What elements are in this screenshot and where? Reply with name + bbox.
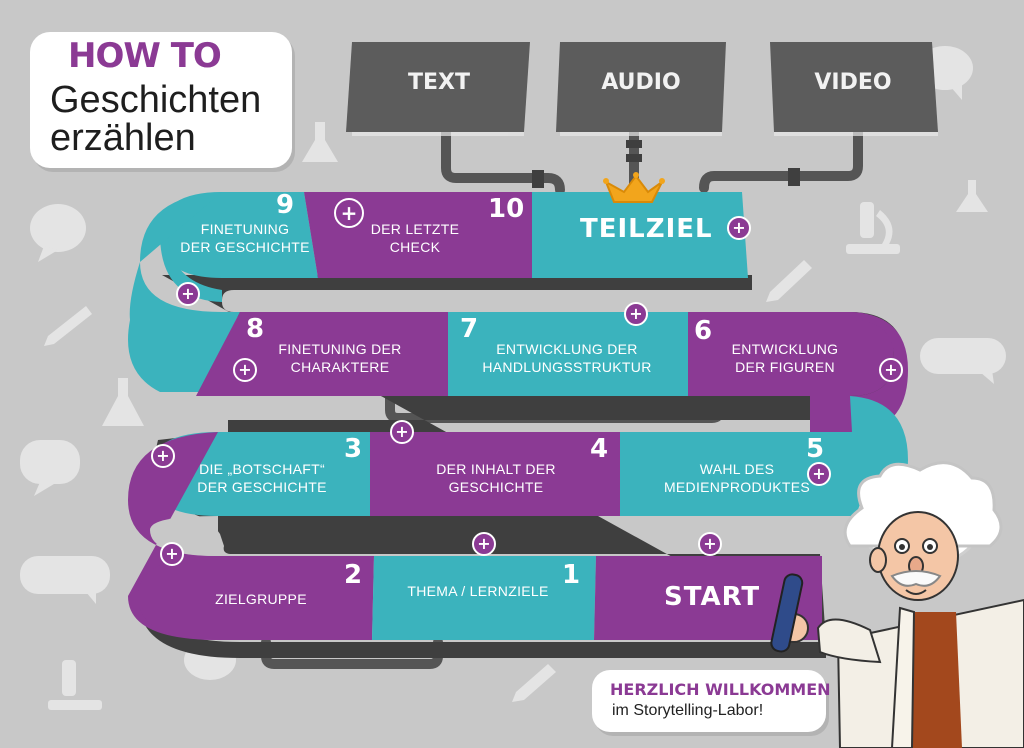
segment-6 [688,312,894,396]
segment-2 [138,556,374,640]
pencil-icon [766,260,812,302]
media-boards [346,42,938,132]
step-8-label-line-1: FINETUNING DER [278,341,402,357]
step-1-number: 1 [562,560,581,590]
goal-label: TEILZIEL [580,214,713,244]
step-7-label-line-1: ENTWICKLUNG DER [496,341,638,357]
plus-button-step-6[interactable]: + [879,358,903,382]
step-7-number: 7 [460,314,479,344]
step-8-label: FINETUNING DER CHARAKTERE [245,340,435,376]
plus-button-step-9[interactable]: + [176,282,200,306]
pencil-icon [44,306,92,346]
board-shadows [352,132,938,136]
plus-button-goal[interactable]: + [727,216,751,240]
step-1-label: THEMA / LERNZIELE [407,583,549,599]
title-card [30,32,292,168]
step-8-number: 8 [246,314,265,344]
step-5-label-line-2: MEDIENPRODUKTES [663,479,811,495]
flask-icon [956,180,988,212]
segment-1 [372,556,596,640]
step-10-label-line-2: CHECK [389,239,441,255]
step-10-label-line-1: DER LETZTE [370,221,460,237]
speech-bubble-icon [20,556,110,604]
step-8-label-line-2: CHARAKTERE [290,359,390,375]
step-4-label-line-2: GESCHICHTE [448,479,544,495]
step-10-number: 10 [488,194,525,224]
plus-button-step-1[interactable]: + [472,532,496,556]
plus-button-step-10[interactable]: + [334,198,364,228]
curve-6-5 [810,312,908,432]
step-6-label: ENTWICKLUNG DER FIGUREN [690,340,880,376]
step-6-label-line-1: ENTWICKLUNG [731,341,839,357]
row-bottom [138,556,822,640]
pipe-joints [532,140,800,188]
segment-9 [160,192,318,278]
step-7-label: ENTWICKLUNG DER HANDLUNGSSTRUKTUR [472,340,662,376]
row-three [148,396,908,516]
step-3-number: 3 [344,434,363,464]
curve-9-8 [128,192,240,392]
step-4-label-line-1: DER INHALT DER [436,461,556,477]
speech-bubble-icon [920,338,1006,384]
segment-5 [620,432,878,516]
microscope-icon [846,202,900,254]
step-2-number: 2 [344,560,363,590]
board-video [770,42,938,132]
plus-button-step-2[interactable]: + [160,542,184,566]
welcome-bubble [592,670,826,732]
segment-8 [196,312,448,396]
microscope-icon [48,660,102,710]
segment-7 [448,312,688,396]
step-9-label-line-2: DER GESCHICHTE [180,239,310,255]
media-video-label: VIDEO [814,70,892,95]
segment-goal [532,192,748,278]
welcome-title: HERZLICH WILLKOMMEN [610,680,831,699]
title-how-to: HOW TO [68,36,222,76]
step-9-number: 9 [276,190,295,220]
crown-icon [603,172,665,203]
step-2-label: ZIELGRUPPE [215,591,307,607]
step-7-label-line-2: HANDLUNGSSTRUKTUR [482,359,652,375]
professor-character [770,461,1024,748]
plus-button-start[interactable]: + [698,532,722,556]
start-label: START [664,582,761,612]
board-audio [556,42,726,132]
segment-start [594,556,822,640]
speech-bubble-icon [20,440,80,496]
step-6-label-line-2: DER FIGUREN [735,359,835,375]
segment-4 [370,432,620,516]
step-5-number: 5 [806,434,825,464]
plus-button-step-8[interactable]: + [233,358,257,382]
step-3-label-line-1: DIE „BOTSCHAFT“ [199,461,325,477]
step-6-number: 6 [694,316,713,346]
plus-button-step-5[interactable]: + [807,462,831,486]
row-two [196,312,894,396]
step-4-label: DER INHALT DER GESCHICHTE [401,460,591,496]
step-3-label-line-2: DER GESCHICHTE [197,479,327,495]
step-5-label: WAHL DES MEDIENPRODUKTES [642,460,832,496]
flask-icon [102,378,144,426]
step-3-label: DIE „BOTSCHAFT“ DER GESCHICHTE [167,460,357,496]
step-9-label: FINETUNING DER GESCHICHTE [150,220,340,256]
welcome-subtitle: im Storytelling-Labor! [612,702,764,719]
step-9-label-line-1: FINETUNING [200,221,290,237]
pencil-icon [512,664,556,702]
media-text-label: TEXT [407,70,470,95]
speech-bubble-icon [30,204,86,262]
step-4-number: 4 [590,434,609,464]
title-line-2: erzählen [50,117,196,159]
board-text [346,42,530,132]
step-10-label: DER LETZTE CHECK [320,220,510,256]
flask-icon [302,122,338,162]
title-line-1: Geschichten [50,79,262,121]
step-5-label-line-1: WAHL DES [699,461,775,477]
plus-button-step-3[interactable]: + [151,444,175,468]
plus-button-step-4[interactable]: + [390,420,414,444]
media-audio-label: AUDIO [601,70,681,95]
plus-button-step-7[interactable]: + [624,302,648,326]
